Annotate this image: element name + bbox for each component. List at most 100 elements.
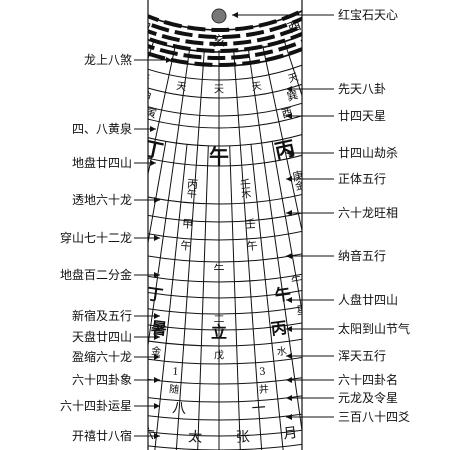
right-arrowhead	[286, 414, 292, 420]
kun-glyph: 坤	[138, 87, 152, 103]
branch-glyph: 亥	[212, 35, 225, 50]
mountain-glyph: 午	[209, 145, 229, 169]
right-layer-label: 三百八十四爻	[338, 410, 411, 424]
left-arrowhead	[150, 160, 156, 166]
right-layer-label: 正体五行	[338, 172, 387, 186]
left-layer-label: 透地六十龙	[71, 193, 132, 207]
tianxing-glyph: 天	[287, 72, 300, 85]
right-arrowhead	[286, 86, 292, 92]
branch-glyph: 酉	[286, 18, 304, 37]
long72-glyph: 甲	[182, 217, 194, 231]
wuxing-glyph: 金	[294, 178, 307, 193]
renpan-glyph: 丁	[146, 284, 165, 305]
xiu28-glyph: 六	[140, 425, 156, 443]
wuxing-glyph: 土	[132, 178, 145, 193]
right-arrowhead	[286, 326, 292, 332]
long60-glyph: 丙	[187, 178, 199, 192]
xiu-glyph: 土	[214, 311, 225, 324]
fine-divider	[271, 141, 302, 314]
gua-num-glyph: 3	[259, 366, 266, 377]
left-layer-label: 盈缩六十龙	[71, 350, 132, 364]
left-layer-label: 四、八黄泉	[71, 122, 132, 136]
right-arrowhead	[286, 253, 292, 259]
yuan-glyph: 一	[251, 400, 266, 417]
right-layer-label: 廿四山劫杀	[338, 146, 399, 160]
left-arrowhead	[154, 313, 160, 319]
radial-divider	[148, 45, 176, 177]
left-layer-label: 天盘廿四山	[71, 330, 132, 344]
radial-divider	[175, 49, 205, 450]
long72-glyph: 戊	[119, 206, 133, 221]
right-arrowhead	[286, 150, 292, 156]
tianpan-glyph: 丙	[270, 318, 288, 339]
radial-divider	[283, 39, 302, 98]
kun-glyph: 巽	[285, 88, 299, 104]
tianxing-glyph: 天	[322, 58, 336, 72]
radial-divider	[262, 45, 302, 233]
long60-glyph: 丙	[133, 169, 147, 184]
right-layer-label: 太阳到山节气	[338, 322, 411, 336]
mountain-glyph: 丙	[273, 136, 298, 164]
trigram-arc	[148, 24, 302, 46]
right-arrowhead	[286, 113, 292, 119]
right-arrowhead	[286, 353, 292, 359]
trigram-arc	[148, 8, 302, 32]
hun-glyph: 戊	[214, 350, 224, 362]
left-arrowhead	[154, 377, 160, 383]
fenjin-glyph: 午	[302, 253, 315, 268]
right-layer-label: 元龙及令星	[338, 391, 399, 405]
right-layer-label: 廿四天星	[338, 109, 387, 123]
fenjin-glyph: 丙	[123, 253, 136, 268]
long72-glyph: 庚	[305, 205, 319, 221]
hun-glyph: 水	[276, 345, 287, 358]
right-layer-label: 六十四卦名	[338, 373, 399, 387]
fine-divider	[48, 134, 135, 436]
mountain-glyph: 丁	[141, 136, 166, 164]
fenjin-glyph: 午	[214, 263, 225, 276]
radial-divider	[247, 47, 302, 435]
right-layer-label: 六十龙旺相	[338, 206, 399, 220]
fenjin-b-glyph: 午	[135, 273, 148, 288]
long60-glyph: 庚	[291, 168, 305, 184]
tianpan-glyph: 暑	[149, 318, 168, 339]
left-arrowhead	[154, 403, 160, 409]
gua-name-glyph: 井	[258, 382, 269, 396]
radial-divider	[233, 49, 263, 450]
right-layer-label: 红宝石天心	[338, 8, 399, 22]
xiu28-glyph: 月	[282, 425, 298, 443]
right-arrowhead	[286, 297, 292, 303]
left-arrowhead	[154, 433, 160, 439]
right-layer-label: 浑天五行	[338, 349, 387, 363]
left-arrowhead	[154, 354, 160, 360]
fine-divider	[229, 145, 241, 450]
yuan-glyph: 八	[172, 400, 187, 417]
xiu28-glyph: 太	[188, 429, 203, 446]
right-arrowhead	[232, 12, 238, 18]
long72-glyph: 壬	[244, 217, 256, 231]
left-arrowhead	[166, 57, 172, 63]
tianxing-glyph: 天	[214, 85, 224, 96]
fine-divider	[334, 124, 452, 415]
long60-glyph: 壬	[240, 178, 252, 192]
fenjin-b-glyph: 午	[290, 273, 303, 288]
xiu28-glyph: 张	[236, 429, 251, 446]
hun-glyph: 丙	[338, 334, 350, 347]
long72b-glyph: 午	[246, 239, 258, 253]
renpan-glyph: 午	[274, 284, 293, 305]
hun-glyph: 金	[150, 344, 162, 358]
left-arrowhead	[154, 334, 160, 340]
fine-divider	[197, 145, 209, 450]
tianpan-glyph: 立	[211, 323, 227, 342]
left-layer-label: 六十四卦象	[71, 373, 132, 387]
wuxing-glyph: 午	[186, 187, 197, 201]
branch-glyph: 卯	[134, 18, 152, 37]
left-layer-label: 地盘廿四山	[71, 156, 132, 170]
left-arrowhead	[154, 272, 160, 278]
tianxing-glyph: 天	[138, 72, 151, 85]
left-layer-label: 龙上八煞	[83, 53, 132, 67]
right-arrowhead	[286, 395, 292, 401]
left-layer-label: 地盘百二分金	[59, 268, 132, 282]
